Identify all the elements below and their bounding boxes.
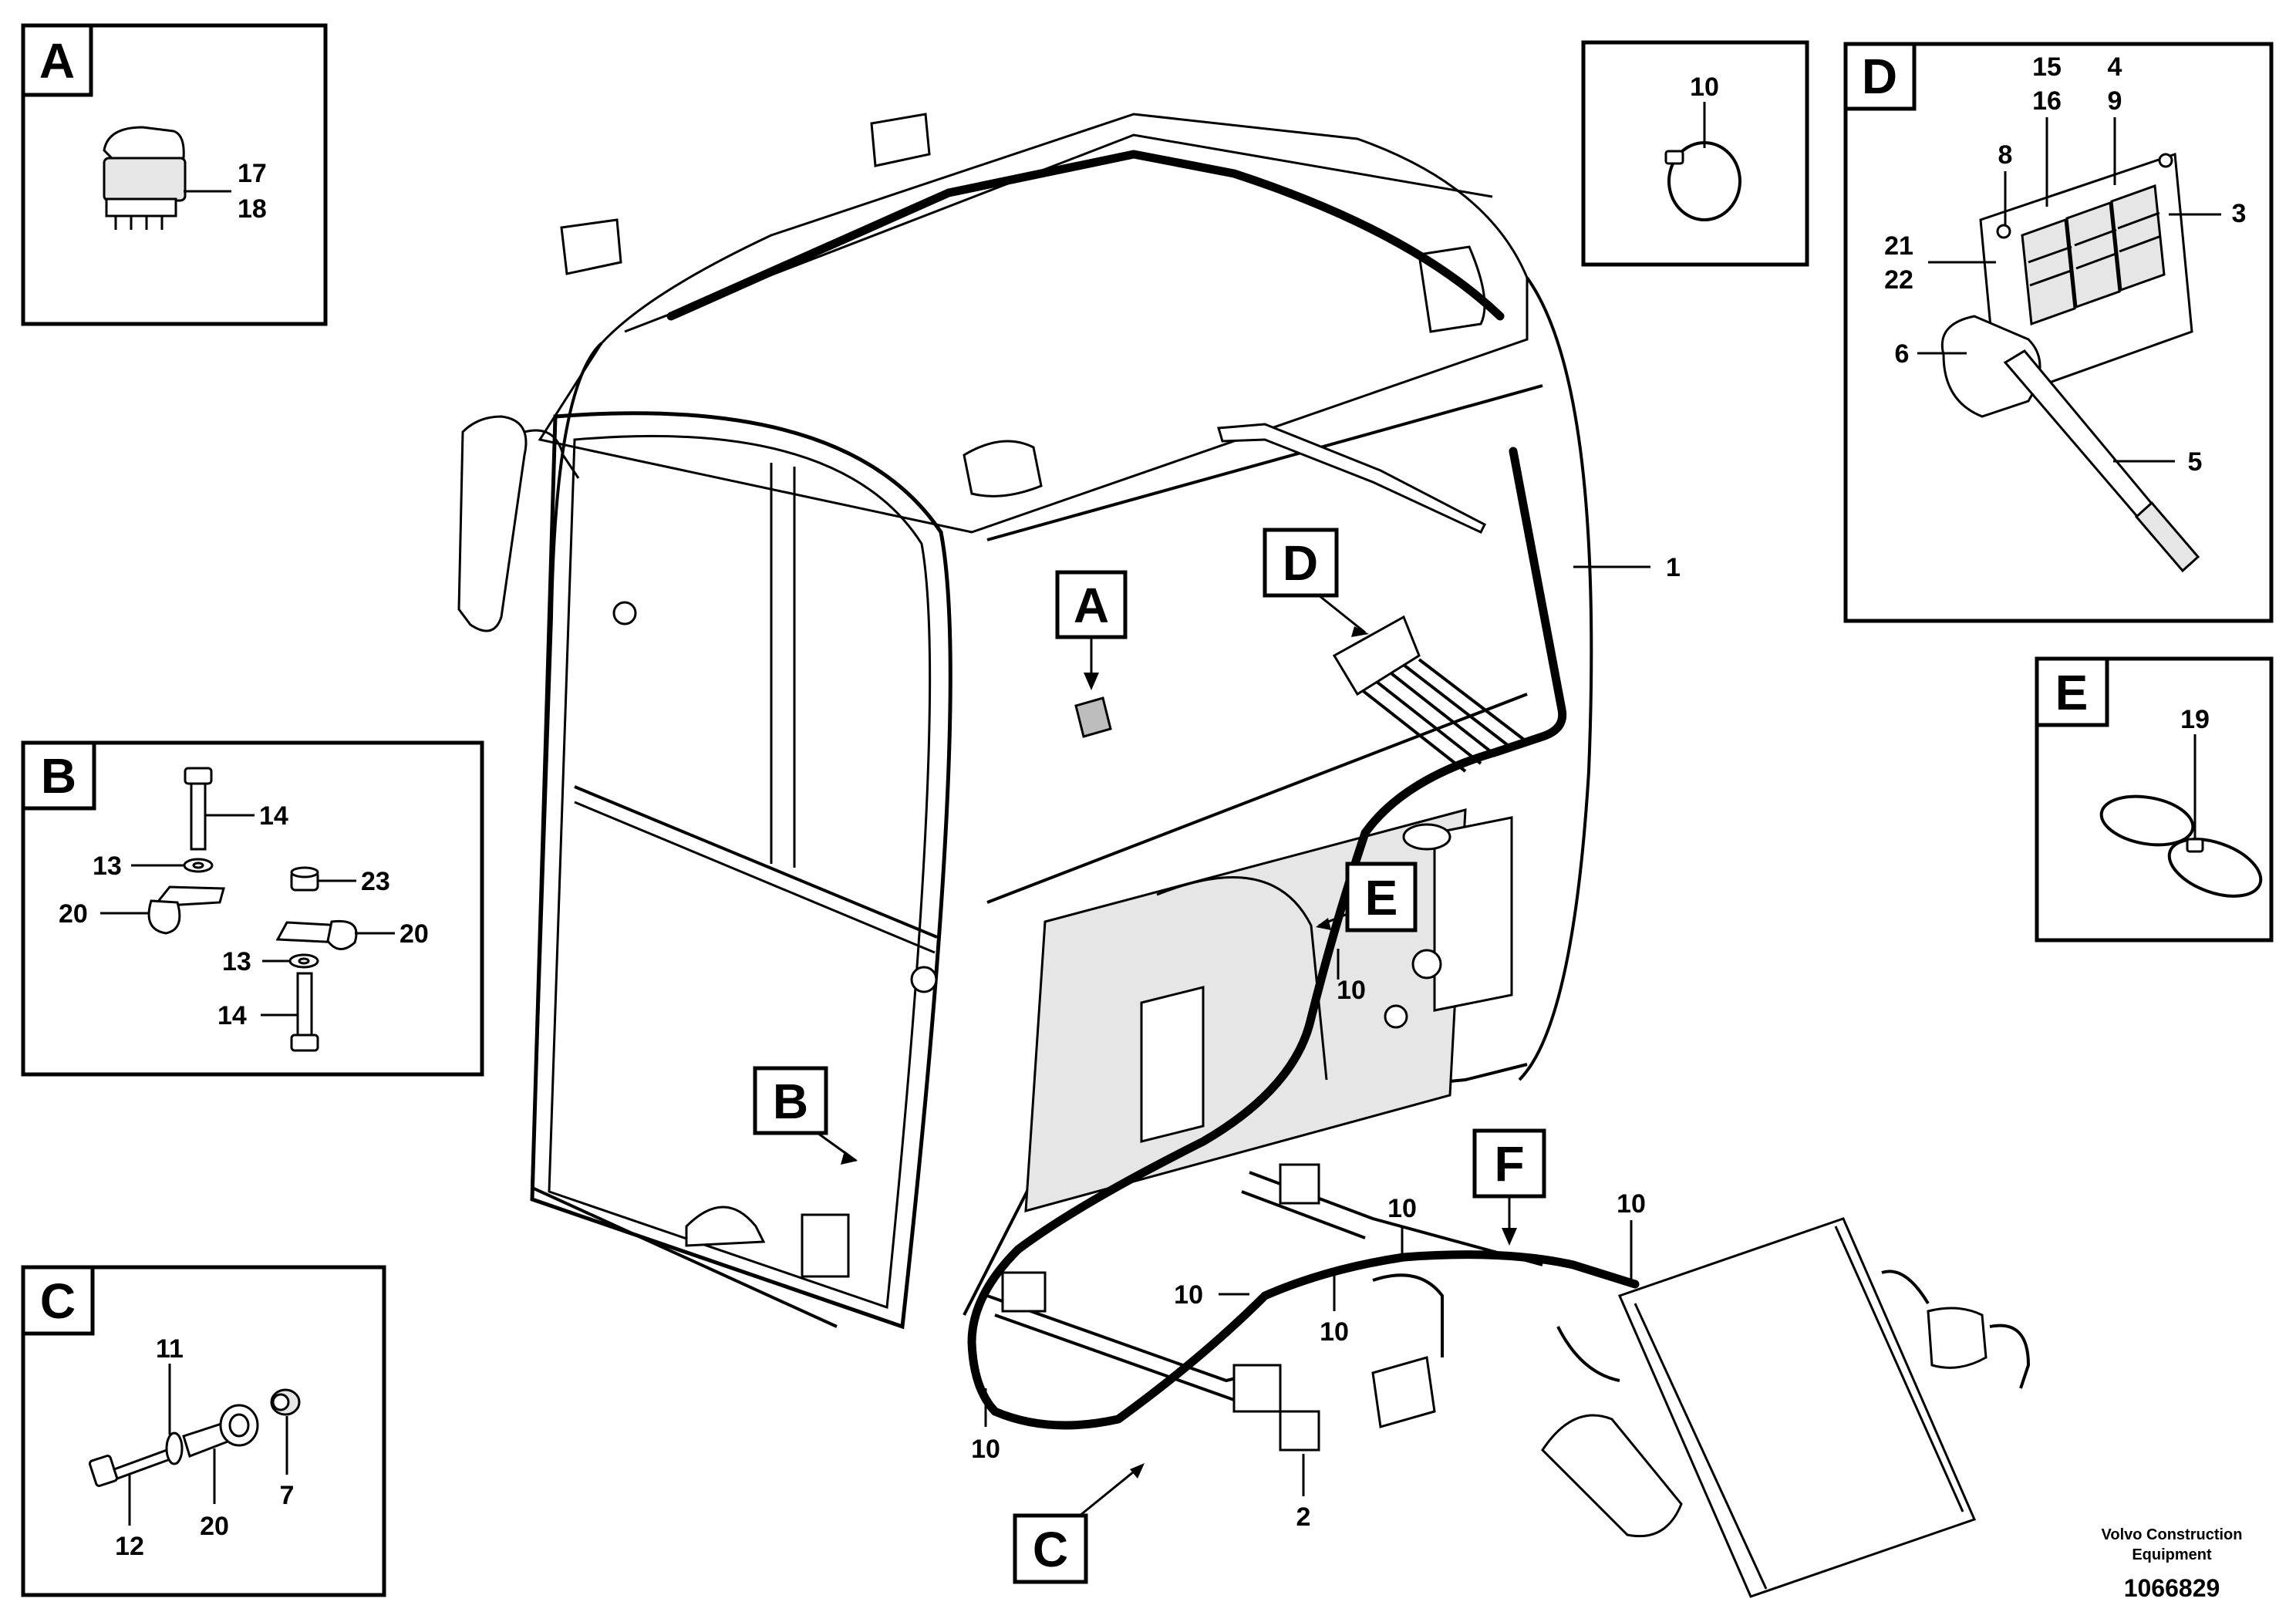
label-10-f1: 10 bbox=[1387, 1194, 1417, 1223]
callout-b: B bbox=[753, 1066, 858, 1165]
clamp-icon bbox=[147, 885, 225, 935]
washer-icon bbox=[288, 953, 319, 969]
label-15: 15 bbox=[2032, 52, 2062, 82]
inset-e-letter: E bbox=[2055, 665, 2089, 720]
label-11: 11 bbox=[156, 1334, 184, 1364]
rocker-switch-icon bbox=[103, 126, 187, 230]
svg-text:D: D bbox=[1283, 535, 1318, 591]
callout-f: F bbox=[1472, 1128, 1546, 1246]
callout-a: A bbox=[1055, 570, 1128, 690]
label-7: 7 bbox=[280, 1481, 295, 1510]
svg-text:E: E bbox=[1365, 870, 1398, 926]
label-1: 1 bbox=[1666, 553, 1681, 582]
washer-icon bbox=[183, 858, 214, 873]
inset-c: C 11 7 12 20 bbox=[21, 1265, 386, 1597]
label-20: 20 bbox=[200, 1512, 229, 1541]
inset-a-letter: A bbox=[39, 33, 75, 89]
label-13-right: 13 bbox=[222, 947, 251, 976]
svg-text:B: B bbox=[773, 1074, 808, 1129]
label-20-left: 20 bbox=[59, 899, 88, 929]
document-number: 1066829 bbox=[2124, 1574, 2220, 1602]
cab-body bbox=[530, 113, 1593, 1330]
label-4: 4 bbox=[2108, 52, 2122, 82]
label-13-left: 13 bbox=[93, 851, 122, 881]
nut-icon bbox=[290, 866, 319, 892]
callout-d: D bbox=[1263, 528, 1369, 637]
footer-company-sub: Equipment bbox=[2132, 1546, 2212, 1563]
cable-tie-icon bbox=[1664, 141, 1741, 221]
label-22: 22 bbox=[1884, 265, 1913, 295]
label-10-f2: 10 bbox=[1617, 1189, 1646, 1219]
inset-b-letter: B bbox=[41, 748, 76, 804]
svg-text:C: C bbox=[1033, 1522, 1068, 1577]
callout-e: E bbox=[1316, 862, 1418, 932]
label-10-mid: 10 bbox=[1174, 1280, 1203, 1310]
label-8: 8 bbox=[1998, 140, 2013, 170]
label-6: 6 bbox=[1895, 339, 1910, 369]
inset-e: E 19 bbox=[2035, 656, 2274, 943]
label-20-right: 20 bbox=[400, 919, 429, 949]
inset-c-letter: C bbox=[40, 1273, 76, 1329]
label-12: 12 bbox=[115, 1532, 144, 1561]
label-16: 16 bbox=[2032, 86, 2062, 116]
bolt-icon bbox=[290, 972, 319, 1052]
inset-a: A 17 18 bbox=[21, 23, 328, 326]
label-10-left: 10 bbox=[971, 1435, 1000, 1464]
nut-icon bbox=[270, 1388, 301, 1416]
label-17: 17 bbox=[238, 159, 267, 188]
callout-c: C bbox=[1013, 1463, 1145, 1584]
cable-harness bbox=[666, 150, 1640, 1430]
label-10-e: 10 bbox=[1337, 976, 1366, 1005]
inset-b: B 14 13 20 23 20 bbox=[21, 740, 484, 1077]
label-18: 18 bbox=[238, 194, 267, 224]
svg-text:A: A bbox=[1074, 578, 1109, 633]
bolt-icon bbox=[184, 767, 213, 851]
inset-cable-tie: 10 bbox=[1581, 40, 1809, 267]
label-2: 2 bbox=[1296, 1502, 1311, 1532]
label-3: 3 bbox=[2232, 199, 2247, 228]
svg-text:F: F bbox=[1494, 1136, 1524, 1192]
label-21: 21 bbox=[1884, 231, 1913, 261]
rocker-switch-icon bbox=[1074, 696, 1112, 738]
clamp-icon bbox=[182, 1404, 259, 1458]
label-23: 23 bbox=[361, 867, 390, 896]
fuse-board-icon bbox=[1979, 152, 2193, 403]
bolt-icon bbox=[88, 1447, 176, 1487]
label-9: 9 bbox=[2108, 86, 2122, 116]
harness-connector-icon bbox=[1940, 315, 2200, 573]
chassis-assembly bbox=[986, 1163, 2031, 1598]
footer-company: Volvo Construction bbox=[2102, 1526, 2243, 1543]
washer-icon bbox=[165, 1431, 184, 1465]
inset-10-label: 10 bbox=[1690, 73, 1719, 102]
label-14-top: 14 bbox=[259, 801, 288, 831]
wiper-icon bbox=[1217, 423, 1487, 534]
inset-d: D 15 16 4 9 8 3 21 22 6 5 bbox=[1843, 42, 2274, 623]
label-10-lower: 10 bbox=[1320, 1317, 1349, 1347]
label-14-bottom: 14 bbox=[217, 1001, 247, 1030]
mirror-icon bbox=[457, 415, 580, 632]
double-cable-tie-icon bbox=[2099, 794, 2263, 898]
label-5: 5 bbox=[2188, 447, 2203, 477]
label-19: 19 bbox=[2180, 705, 2210, 734]
clamp-icon bbox=[275, 919, 358, 950]
inset-d-letter: D bbox=[1862, 49, 1897, 104]
